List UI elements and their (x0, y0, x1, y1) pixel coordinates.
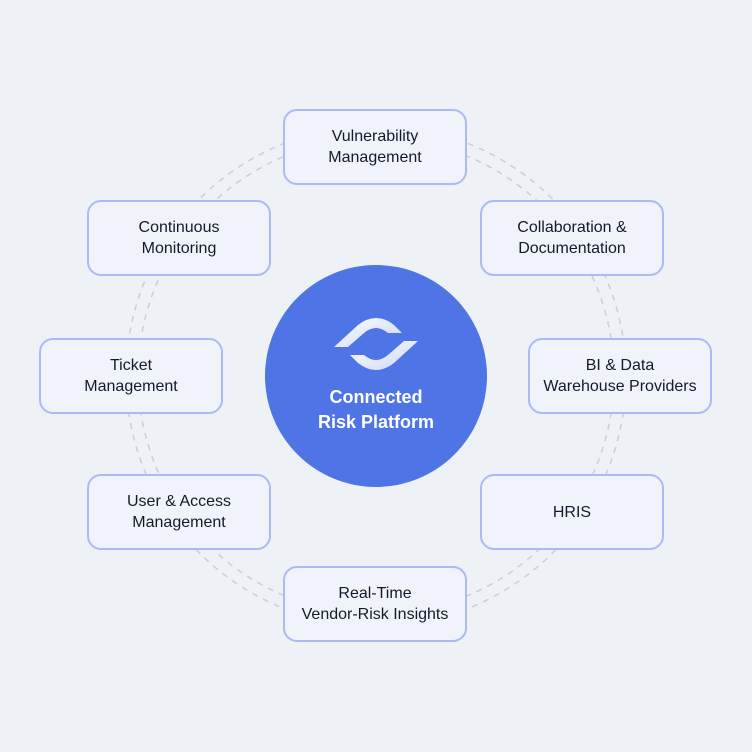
hub-label: Connected Risk Platform (317, 387, 435, 432)
node-continuous-monitoring: Continuous Monitoring (87, 200, 271, 276)
node-hris: HRIS (480, 474, 664, 550)
node-vulnerability-management: Vulnerability Management (283, 109, 467, 185)
platform-logo-icon (334, 318, 418, 370)
node-user-access-management: User & Access Management (87, 474, 271, 550)
node-bi-data-warehouse: BI & Data Warehouse Providers (528, 338, 712, 414)
hub-connected-risk-platform: Connected Risk Platform (265, 265, 487, 487)
node-ticket-management: Ticket Management (39, 338, 223, 414)
node-collaboration-documentation: Collaboration & Documentation (480, 200, 664, 276)
node-real-time-vendor-risk: Real-Time Vendor-Risk Insights (283, 566, 467, 642)
